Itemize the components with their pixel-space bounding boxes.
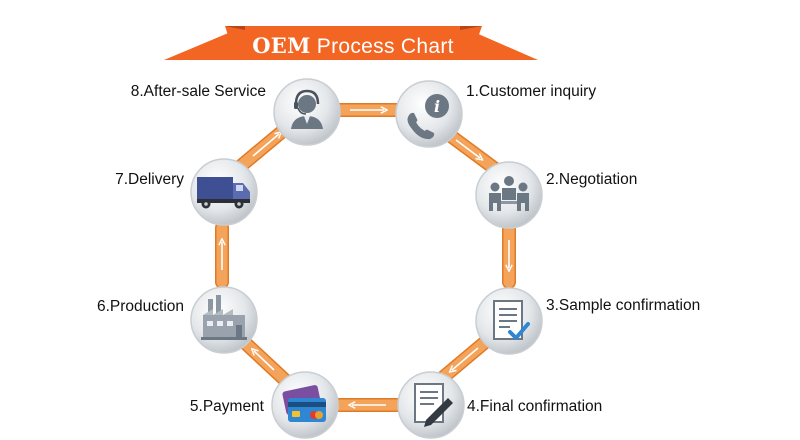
connector-5-6 <box>235 333 292 387</box>
step-8-label: 8.After-sale Service <box>130 83 266 100</box>
step-6-label: 6.Production <box>96 298 184 315</box>
step-3-sample-confirmation <box>474 286 544 356</box>
step-1-customer-inquiry: i <box>394 79 464 149</box>
truck-icon <box>190 158 258 226</box>
checked-document-icon <box>475 287 543 355</box>
step-4-label: 4.Final confirmation <box>467 398 603 415</box>
step-8-after-sale-service <box>272 77 342 147</box>
step-5-payment <box>270 370 340 440</box>
step-6-production <box>189 285 259 355</box>
chart-title: OEM Process Chart <box>236 32 470 60</box>
step-1-label: 1.Customer inquiry <box>466 83 597 100</box>
factory-icon <box>190 286 258 354</box>
support-agent-icon <box>273 78 341 146</box>
title-rest: Process Chart <box>310 35 454 58</box>
step-2-negotiation <box>474 160 544 230</box>
title-banner <box>164 26 538 60</box>
step-4-final-confirmation <box>396 370 466 440</box>
svg-text:i: i <box>434 97 440 116</box>
step-5-label: 5.Payment <box>189 398 264 415</box>
credit-card-icon <box>271 371 339 439</box>
phone-info-icon: i <box>395 80 463 148</box>
step-2-label: 2.Negotiation <box>546 171 638 188</box>
people-meeting-icon <box>475 161 543 229</box>
step-7-delivery <box>189 157 259 227</box>
title-bold: OEM <box>252 33 311 58</box>
document-pen-icon <box>397 371 465 439</box>
step-7-label: 7.Delivery <box>115 171 184 188</box>
step-3-label: 3.Sample confirmation <box>546 297 701 314</box>
connector-3-4 <box>433 331 497 387</box>
